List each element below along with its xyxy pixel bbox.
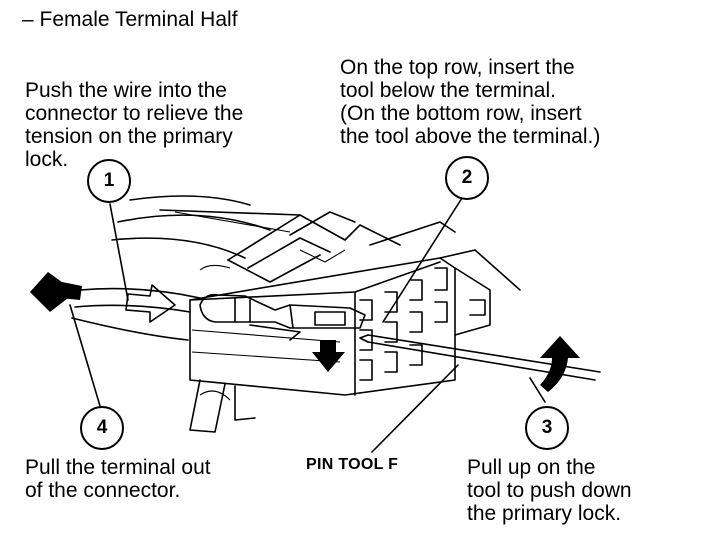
connector-body: [189, 249, 521, 433]
pin-tool-label: PIN TOOL F: [306, 456, 399, 473]
step-2-instruction: On the top row, insert the tool below th…: [340, 56, 601, 148]
step-3-badge: 3: [525, 406, 569, 450]
terminal: [199, 293, 366, 341]
down-arrow-icon: [312, 340, 345, 372]
leader-lines: [69, 197, 546, 453]
step-2-badge: 2: [445, 156, 489, 200]
push-arrow-icon: [125, 284, 176, 323]
step-4-instruction: Pull the terminal out of the connector.: [25, 456, 211, 502]
step-1-instruction: Push the wire into the connector to reli…: [25, 79, 244, 171]
wire-harness: [71, 195, 301, 341]
step-4-badge: 4: [80, 406, 124, 450]
up-arrow-icon: [540, 336, 580, 392]
diagram-title: – Female Terminal Half: [22, 8, 238, 31]
step-1-badge: 1: [87, 159, 131, 203]
left-arrow-icon: [30, 272, 82, 312]
connector-housing-rear: [227, 211, 456, 283]
step-3-instruction: Pull up on the tool to push down the pri…: [467, 456, 632, 525]
